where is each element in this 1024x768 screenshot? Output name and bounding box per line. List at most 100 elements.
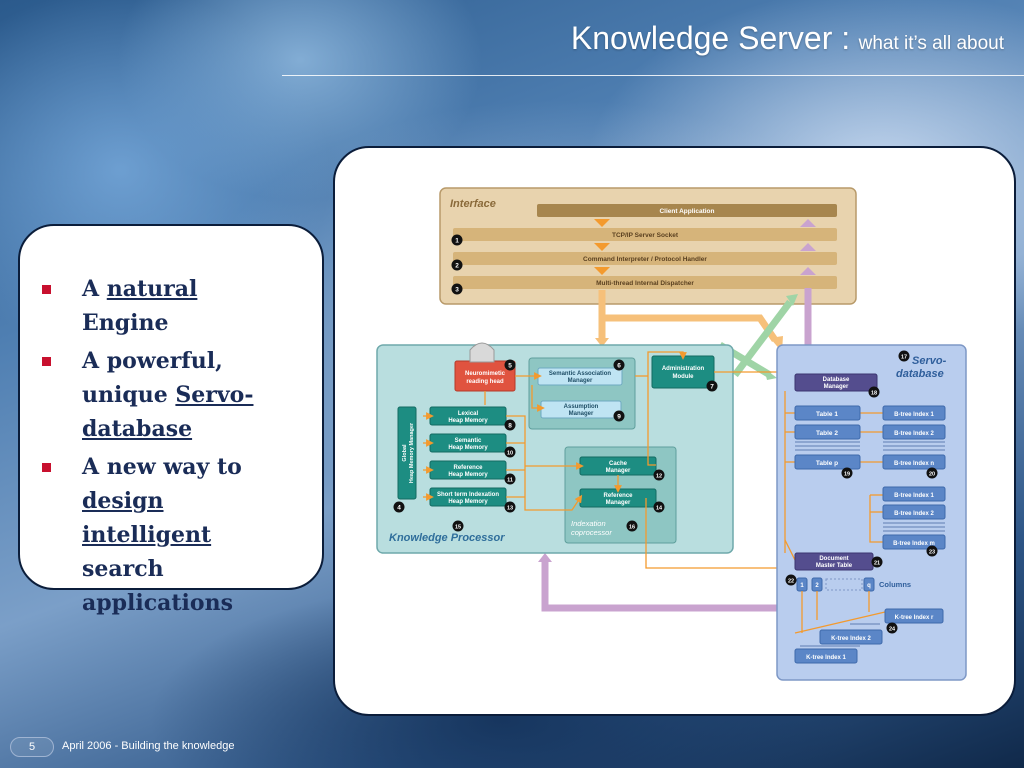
badge-22: 22 bbox=[785, 574, 797, 586]
badge-17: 17 bbox=[898, 350, 910, 362]
bullet-marker-icon bbox=[42, 285, 51, 294]
assumption-label-1: Assumption bbox=[564, 404, 599, 410]
btree-1-label: B-tree Index 1 bbox=[894, 412, 934, 418]
svg-text:12: 12 bbox=[656, 474, 662, 480]
btree-2-label: B-tree Index 2 bbox=[894, 431, 934, 437]
bullet-text: Engine bbox=[82, 310, 169, 336]
bullet-text: A bbox=[82, 276, 100, 302]
svg-text:5: 5 bbox=[508, 363, 512, 370]
table-p-box bbox=[794, 454, 861, 470]
svg-text:24: 24 bbox=[889, 627, 896, 633]
column-q-label: q bbox=[867, 583, 871, 589]
svg-text:6: 6 bbox=[617, 363, 621, 370]
bullet-list: A natural Engine A powerful, unique Serv… bbox=[42, 272, 294, 624]
column-1-label: 1 bbox=[800, 583, 804, 589]
badge-21: 21 bbox=[871, 556, 883, 568]
command-interpreter-bar bbox=[453, 252, 837, 265]
tcp-socket-bar bbox=[453, 228, 837, 241]
columns-ellipsis bbox=[825, 578, 863, 591]
reference-manager-label-1: Reference bbox=[603, 493, 633, 499]
svg-text:23: 23 bbox=[929, 550, 935, 556]
design-link[interactable]: design bbox=[82, 488, 164, 514]
tcp-socket-label: TCP/IP Server Socket bbox=[612, 232, 679, 239]
assumption-label-2: Manager bbox=[569, 411, 594, 417]
bullet-panel bbox=[18, 224, 324, 590]
intelligent-link[interactable]: intelligent bbox=[82, 522, 212, 548]
client-application-bar bbox=[537, 204, 837, 217]
svg-text:18: 18 bbox=[871, 391, 877, 397]
natural-link[interactable]: natural bbox=[106, 276, 198, 302]
semantic-association-label-1: Semantic Association bbox=[549, 371, 611, 377]
table-1-box bbox=[794, 405, 861, 421]
page-number: 5 bbox=[10, 737, 54, 757]
badge-12: 12 bbox=[653, 469, 665, 481]
bullet-marker-icon bbox=[42, 357, 51, 366]
up-arrow-icon bbox=[800, 219, 816, 227]
badge-23: 23 bbox=[926, 545, 938, 557]
administration-label-2: Module bbox=[673, 374, 695, 380]
svg-text:3: 3 bbox=[455, 287, 459, 294]
badge-24: 24 bbox=[886, 622, 898, 634]
svg-text:20: 20 bbox=[929, 472, 935, 478]
svg-text:14: 14 bbox=[656, 506, 663, 512]
svg-text:10: 10 bbox=[507, 451, 513, 457]
database-connector-lines bbox=[784, 391, 883, 561]
bullet-item-servo-database: A powerful, unique Servo- database bbox=[42, 344, 294, 446]
svg-text:17: 17 bbox=[901, 355, 907, 361]
badge-19: 19 bbox=[841, 467, 853, 479]
command-interpreter-label: Command Interpreter / Protocol Handler bbox=[583, 256, 707, 263]
columns-label: Columns bbox=[879, 580, 911, 589]
document-master-label-2: Master Table bbox=[816, 563, 853, 569]
servo-link[interactable]: Servo- bbox=[175, 382, 254, 408]
btree-1-box bbox=[882, 405, 946, 421]
neuromimetic-label-1: Neuromimetic bbox=[465, 371, 506, 377]
badge-14: 14 bbox=[653, 501, 665, 513]
global-heap-box bbox=[397, 406, 417, 500]
table-2-label: Table 2 bbox=[816, 430, 838, 437]
document-master-label-1: Document bbox=[819, 556, 848, 562]
up-arrow-icon bbox=[800, 243, 816, 251]
table-p-label: Table p bbox=[816, 460, 838, 467]
svg-text:2: 2 bbox=[455, 263, 459, 270]
number-badges: 1 2 3 4 5 6 7 8 9 10 11 12 13 14 15 16 1… bbox=[393, 234, 938, 634]
global-heap-label-1: Global bbox=[402, 444, 408, 462]
reading-head-icon bbox=[469, 342, 495, 363]
database-link[interactable]: database bbox=[82, 416, 193, 442]
badge-10: 10 bbox=[504, 446, 516, 458]
semantic-heap-label-1: Semantic bbox=[455, 438, 482, 444]
footer-text: April 2006 - Building the knowledge bbox=[62, 740, 235, 752]
down-arrow-icon bbox=[594, 243, 610, 251]
svg-text:16: 16 bbox=[629, 525, 635, 531]
ktree-r-label: K-tree Index r bbox=[895, 615, 934, 621]
table-1-label: Table 1 bbox=[816, 411, 838, 418]
badge-8: 8 bbox=[504, 419, 516, 431]
semantic-association-label-2: Manager bbox=[568, 378, 593, 384]
reference-manager-label-2: Manager bbox=[606, 500, 631, 506]
bullet-text: unique bbox=[82, 382, 168, 408]
ktree-1-label: K-tree Index 1 bbox=[806, 655, 846, 661]
btree-lower-1-box bbox=[882, 486, 946, 502]
badge-2: 2 bbox=[451, 259, 463, 271]
dispatcher-label: Multi-thread Internal Dispatcher bbox=[596, 280, 694, 287]
btree-m-box bbox=[882, 534, 946, 550]
bullet-item-natural-engine: A natural Engine bbox=[42, 272, 294, 340]
bullet-text: A powerful, bbox=[82, 348, 223, 374]
servo-database-block: Servo- database Database Manager Table 1… bbox=[776, 344, 967, 681]
badge-13: 13 bbox=[504, 501, 516, 513]
badge-7: 7 bbox=[706, 380, 718, 392]
bullet-marker-icon bbox=[42, 463, 51, 472]
cache-manager-label-1: Cache bbox=[609, 461, 628, 467]
servo-label-2: database bbox=[896, 368, 944, 380]
btree-m-label: B-tree Index m bbox=[893, 541, 935, 547]
badge-6: 6 bbox=[613, 359, 625, 371]
badge-11: 11 bbox=[504, 473, 516, 485]
svg-text:19: 19 bbox=[844, 472, 850, 478]
lexical-heap-label-1: Lexical bbox=[458, 411, 479, 417]
btree-lower-1-label: B-tree Index 1 bbox=[894, 493, 934, 499]
knowledge-processor-label: Knowledge Processor bbox=[389, 532, 505, 544]
database-manager-label-2: Manager bbox=[824, 384, 849, 390]
indexation-label-2: coprocessor bbox=[571, 528, 612, 537]
svg-text:21: 21 bbox=[874, 561, 880, 567]
up-arrow-icon bbox=[800, 267, 816, 275]
badge-5: 5 bbox=[504, 359, 516, 371]
